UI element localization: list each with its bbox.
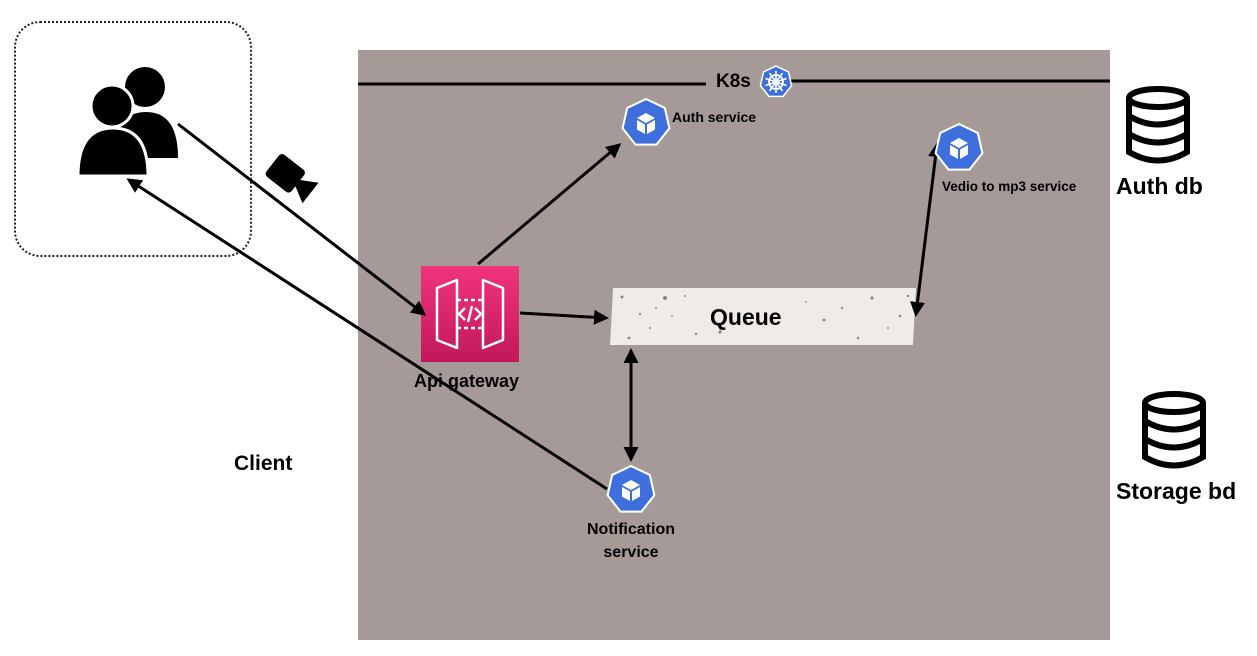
queue-texture	[620, 294, 910, 340]
k8s-label: K8s	[716, 71, 751, 92]
converter-service-label: Vedio to mp3 service	[942, 179, 1077, 194]
storage-db-label: Storage bd	[1116, 478, 1237, 504]
api-gateway-icon	[421, 266, 519, 362]
notification-service-label: Notification service	[574, 518, 688, 564]
converter-service-icon	[934, 123, 984, 171]
auth-db-label: Auth db	[1116, 173, 1203, 199]
gateway-to-queue-arrow	[519, 309, 609, 325]
notification-service-label-line2: service	[603, 544, 659, 561]
storage-db-icon	[1142, 391, 1206, 469]
notification-service-label-line1: Notification	[587, 521, 675, 538]
kubernetes-icon	[759, 65, 793, 98]
client-group	[14, 21, 252, 257]
queue-label: Queue	[710, 304, 782, 330]
video-camera-icon	[265, 154, 319, 204]
api-gateway-label: Api gateway	[414, 371, 520, 391]
gateway-to-auth-arrow	[477, 143, 622, 266]
auth-service-label: Auth service	[672, 109, 757, 125]
auth-db-icon	[1126, 86, 1190, 164]
auth-service-icon	[621, 98, 671, 146]
client-to-gateway-arrow	[177, 122, 427, 316]
notification-to-client-arrow	[126, 178, 608, 491]
api-gateway-glyph	[435, 278, 505, 350]
queue-box: Queue	[610, 288, 916, 345]
users-icon	[76, 67, 178, 178]
queue-converter-arrow	[910, 142, 943, 317]
client-label: Client	[234, 452, 293, 475]
notification-service-icon	[606, 465, 656, 513]
